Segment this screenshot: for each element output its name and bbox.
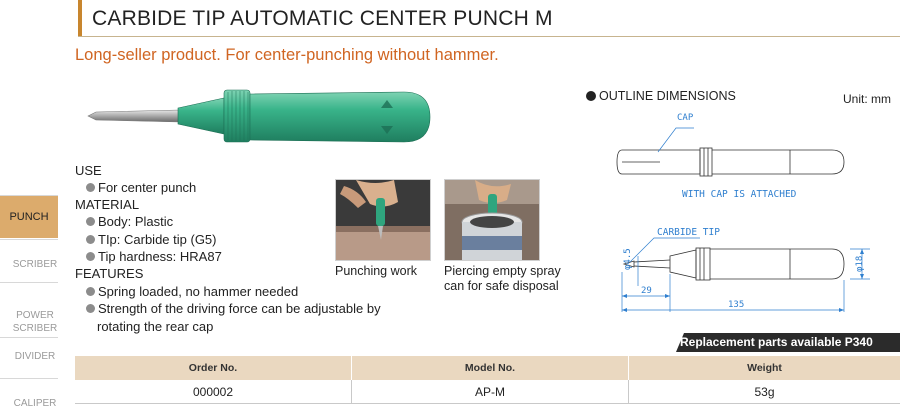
- carbide-tip-label: CARBIDE TIP: [657, 227, 720, 238]
- table-row: 000002 AP-M 53g: [75, 380, 900, 404]
- dim-phi-4-5: φ4.5: [623, 248, 633, 270]
- sidebar-item-power-scriber[interactable]: POWER SCRIBER: [0, 296, 70, 335]
- sidebar-divider: [0, 195, 58, 196]
- sidebar-divider: [0, 337, 58, 338]
- use-item: For center punch: [86, 179, 196, 196]
- sidebar-item-label: POWER SCRIBER: [12, 310, 58, 334]
- dim-135: 135: [728, 300, 745, 310]
- features-item: Spring loaded, no hammer needed: [86, 283, 298, 300]
- photo-caption-punching: Punching work: [335, 264, 417, 278]
- bullet-icon: [86, 217, 95, 226]
- cap-label: CAP: [677, 113, 694, 123]
- sidebar-divider: [0, 239, 58, 240]
- bullet-icon: [86, 287, 95, 296]
- sidebar-divider: [0, 378, 58, 379]
- model-no-cell: AP-M: [351, 380, 629, 404]
- use-heading: USE: [75, 163, 102, 178]
- material-item: TIp: Carbide tip (G5): [86, 231, 217, 248]
- photo-caption-spray-line1: Piercing empty spray: [444, 264, 561, 278]
- sidebar-item-label: PUNCH: [9, 211, 49, 223]
- sidebar-item-caliper[interactable]: CALIPER: [0, 397, 70, 410]
- product-spec-table: Order No. Model No. Weight 000002 AP-M 5…: [75, 356, 900, 404]
- dim-29: 29: [641, 286, 652, 296]
- bullet-icon: [86, 252, 95, 261]
- sidebar-item-scriber[interactable]: SCRIBER: [0, 258, 70, 271]
- sidebar-item-label: SCRIBER: [12, 259, 58, 270]
- material-item: Body: Plastic: [86, 213, 173, 230]
- sidebar-divider: [0, 282, 58, 283]
- title-divider: [78, 36, 900, 37]
- material-item: Tip hardness: HRA87: [86, 248, 222, 265]
- sidebar-item-punch[interactable]: PUNCH: [0, 196, 58, 238]
- sidebar-item-label: CALIPER: [13, 398, 57, 409]
- center-punch-illustration: [87, 89, 431, 143]
- replacement-parts-link[interactable]: Replacement parts available P340: [680, 335, 873, 349]
- page-subtitle: Long-seller product. For center-punching…: [75, 46, 499, 64]
- bullet-icon: [586, 91, 596, 101]
- cap-attached-label: WITH CAP IS ATTACHED: [682, 189, 797, 200]
- bullet-icon: [86, 304, 95, 313]
- replacement-banner: [676, 333, 900, 352]
- column-header-order-no: Order No.: [75, 356, 352, 380]
- page-title: CARBIDE TIP AUTOMATIC CENTER PUNCH M: [92, 7, 553, 30]
- sidebar-item-label: DIVIDER: [14, 351, 56, 362]
- column-header-weight: Weight: [628, 356, 900, 380]
- features-heading: FEATURES: [75, 266, 144, 281]
- dim-phi-18: φ18: [855, 255, 865, 272]
- outline-dimensions-heading: OUTLINE DIMENSIONS: [586, 89, 736, 103]
- unit-label: Unit: mm: [843, 92, 891, 106]
- table-header-row: Order No. Model No. Weight: [75, 356, 900, 380]
- title-accent-bar: [78, 0, 82, 36]
- weight-cell: 53g: [628, 380, 900, 404]
- sidebar-item-divider[interactable]: DIVIDER: [0, 350, 70, 363]
- outline-drawing: [616, 127, 870, 312]
- features-item-continuation: rotating the rear cap: [97, 319, 214, 334]
- spray-can-photo: [444, 179, 540, 261]
- bullet-icon: [86, 183, 95, 192]
- punching-work-photo: [335, 179, 431, 261]
- column-header-model-no: Model No.: [351, 356, 629, 380]
- material-heading: MATERIAL: [75, 197, 140, 212]
- order-no-cell: 000002: [75, 380, 352, 404]
- bullet-icon: [86, 235, 95, 244]
- photo-caption-spray-line2: can for safe disposal: [444, 279, 559, 293]
- features-item: Strength of the driving force can be adj…: [86, 300, 381, 317]
